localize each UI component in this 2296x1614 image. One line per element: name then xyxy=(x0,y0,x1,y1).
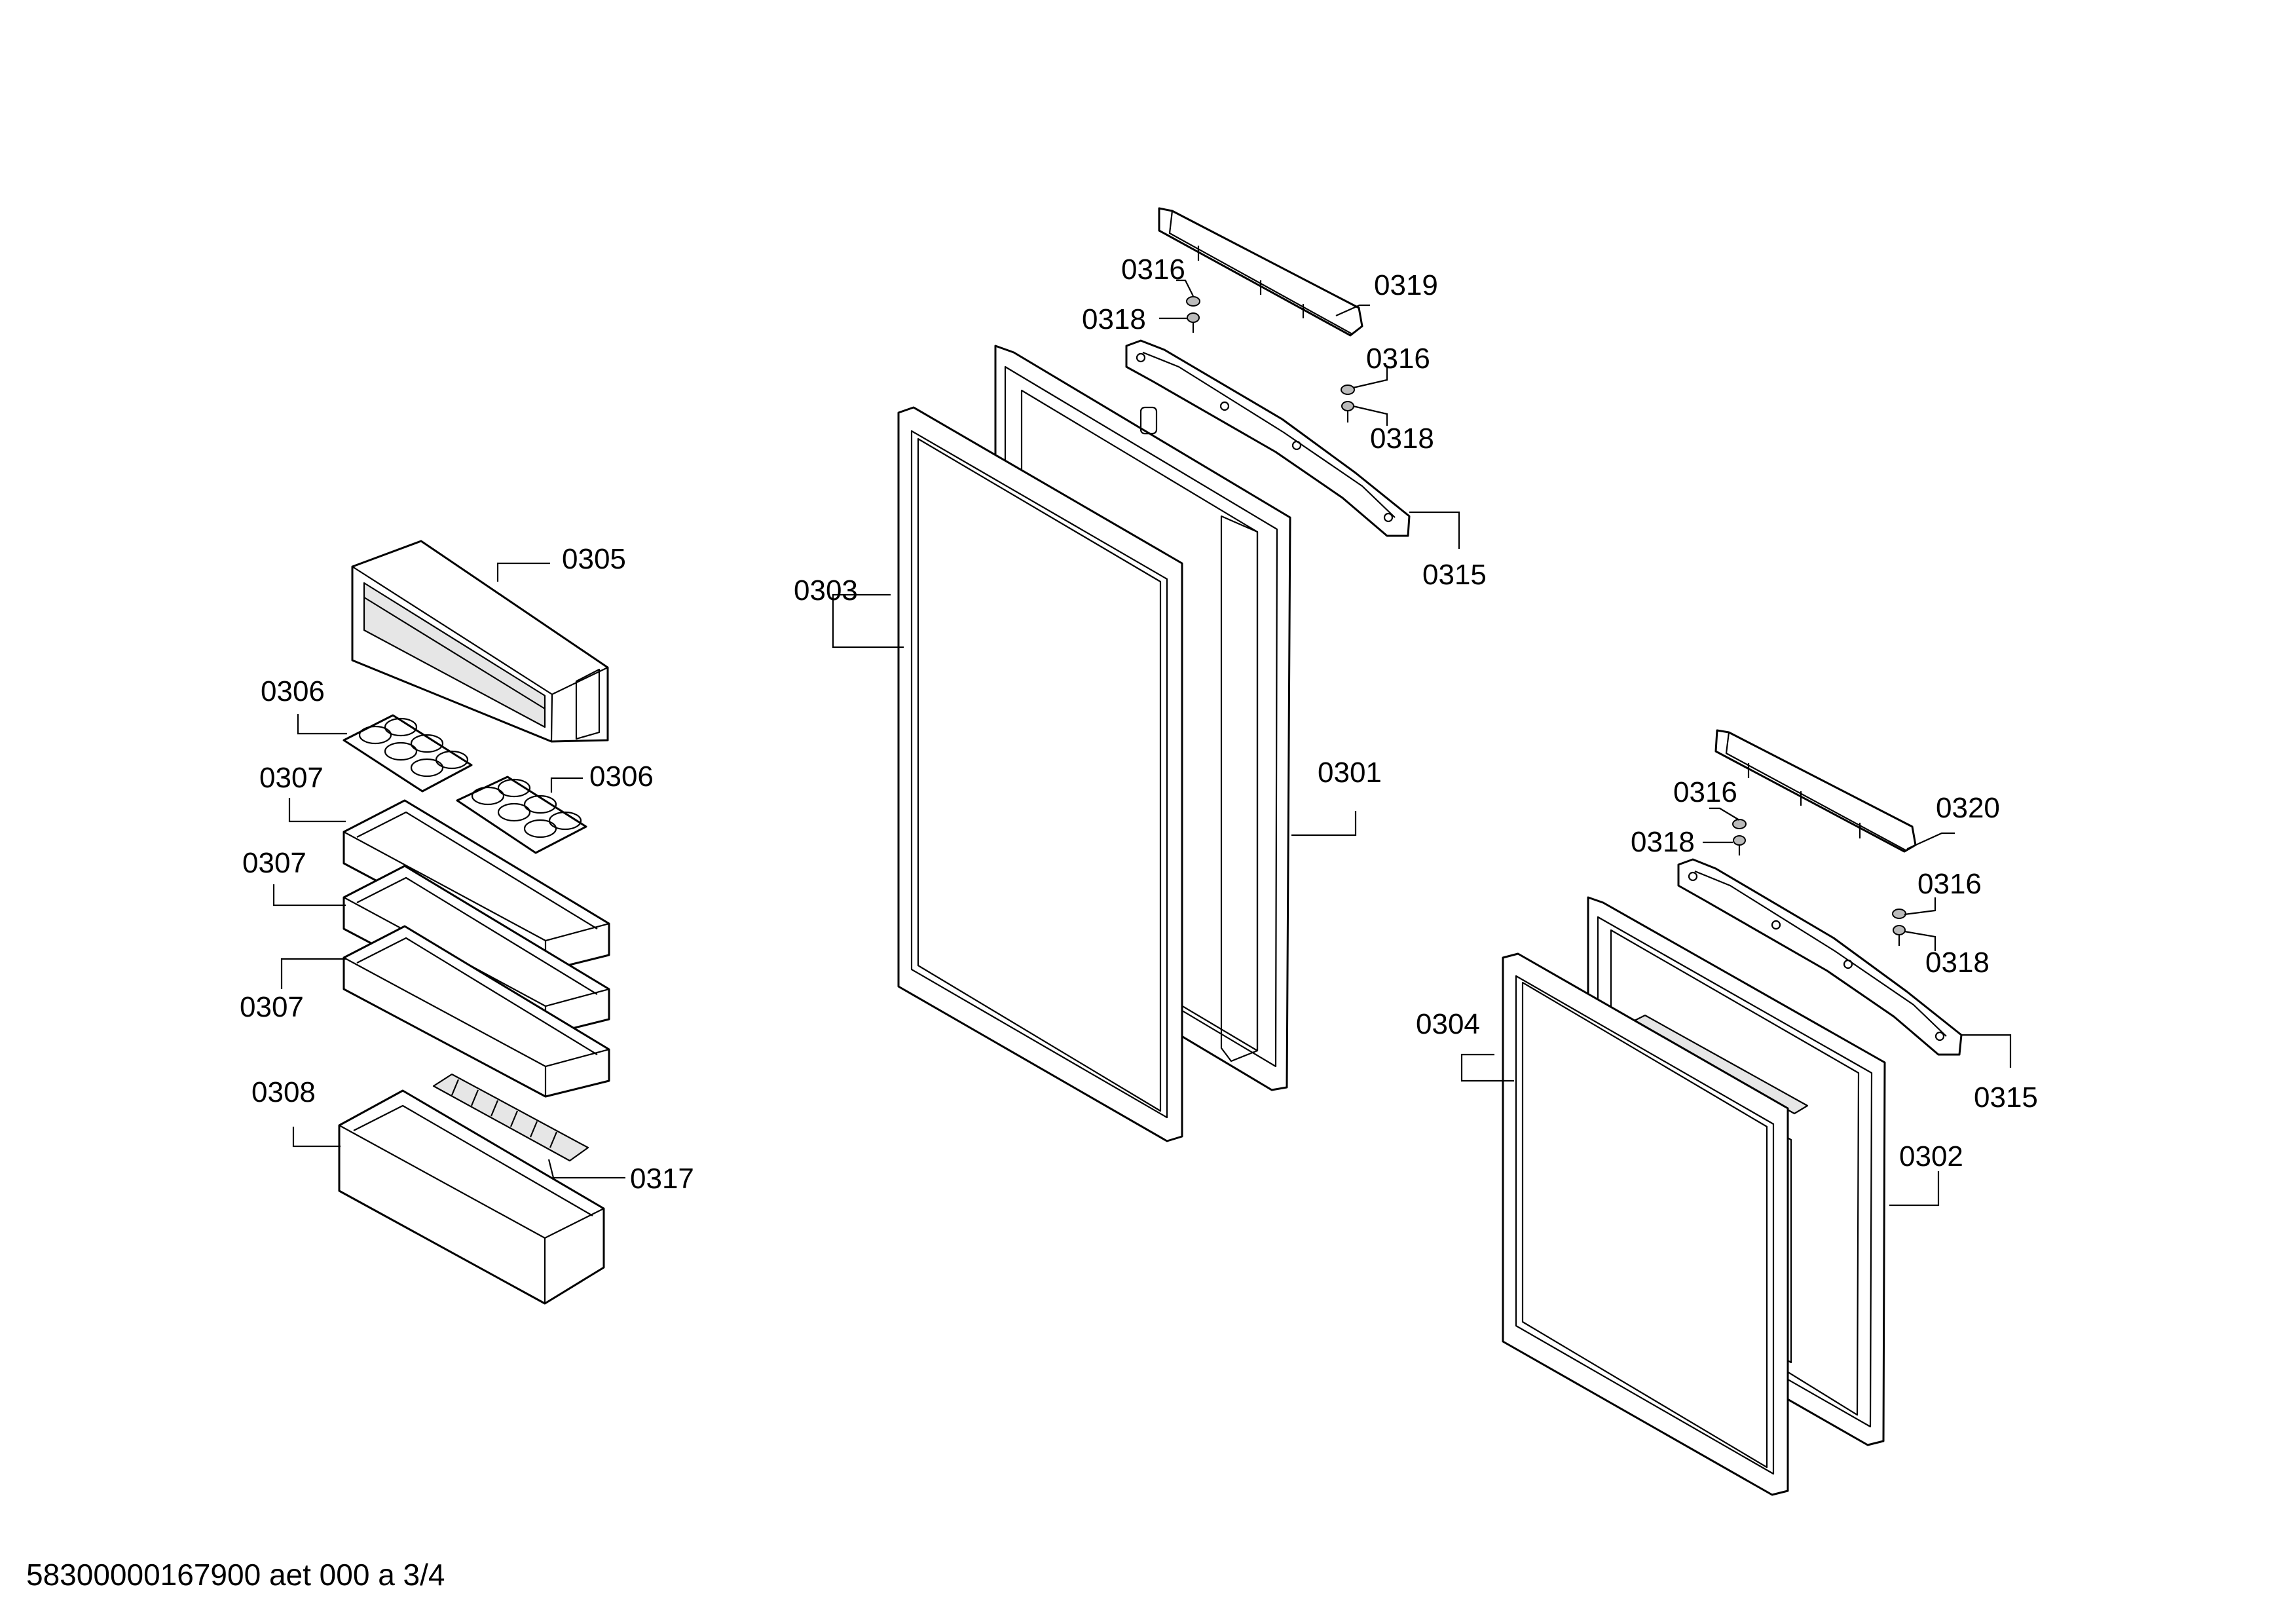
part-0305-butter-compartment xyxy=(351,540,609,743)
part-0320-hinge-cover-bottom xyxy=(1714,729,1917,853)
callout-0316: 0316 xyxy=(1917,868,1982,900)
callout-0320: 0320 xyxy=(1936,792,2000,824)
part-0318-screw-upper-a xyxy=(1187,312,1200,333)
part-0315-hinge-bracket-lower xyxy=(1677,858,1963,1056)
part-0306-egg-tray-right xyxy=(456,776,587,854)
part-0306-egg-tray-left xyxy=(343,714,473,793)
callout-0304: 0304 xyxy=(1416,1008,1480,1040)
callout-0318: 0318 xyxy=(1631,826,1695,858)
part-0308-bottle-shelf xyxy=(338,1089,605,1305)
callout-0318: 0318 xyxy=(1370,422,1434,455)
document-footer: 58300000167900 aet 000 a 3/4 xyxy=(26,1558,445,1592)
part-0317-bottle-retainer xyxy=(432,1073,589,1162)
callout-0318: 0318 xyxy=(1925,947,1990,979)
callout-0302: 0302 xyxy=(1899,1140,1963,1173)
callout-0315: 0315 xyxy=(1422,559,1487,591)
part-0303-fridge-door-gasket xyxy=(897,406,1183,1142)
callout-0318: 0318 xyxy=(1082,303,1146,335)
part-0318-screw-upper-b xyxy=(1341,401,1354,422)
callout-0303: 0303 xyxy=(794,574,858,607)
part-0307-door-shelf-top xyxy=(343,799,610,972)
callout-0307: 0307 xyxy=(242,847,306,879)
callout-0307: 0307 xyxy=(240,991,304,1023)
part-0319-hinge-cover-top xyxy=(1158,207,1363,337)
callout-0319: 0319 xyxy=(1374,269,1438,301)
callout-0307: 0307 xyxy=(259,762,324,794)
part-0316-screw-lower-a xyxy=(1732,819,1747,829)
part-0316-screw-upper-a xyxy=(1186,296,1200,307)
part-0318-screw-lower-b xyxy=(1893,925,1906,946)
part-0316-screw-upper-b xyxy=(1341,385,1355,395)
part-0307-door-shelf-bottom xyxy=(343,925,610,1098)
callout-0306: 0306 xyxy=(589,760,654,793)
part-0315-hinge-bracket-upper xyxy=(1125,339,1411,537)
callout-0315: 0315 xyxy=(1974,1081,2038,1114)
part-0318-screw-lower-a xyxy=(1733,835,1746,855)
part-0304-freezer-door-gasket xyxy=(1502,952,1789,1496)
callout-0301: 0301 xyxy=(1318,757,1382,789)
leader-lines xyxy=(272,279,2012,1207)
callout-0316: 0316 xyxy=(1366,343,1430,375)
callout-0316: 0316 xyxy=(1121,253,1185,286)
callout-0305: 0305 xyxy=(562,543,626,575)
callout-labels: 0319 0316 0318 0316 0318 0315 0305 0303 … xyxy=(240,253,2038,1195)
callout-0308: 0308 xyxy=(251,1076,316,1108)
callout-0317: 0317 xyxy=(630,1163,694,1195)
callout-0306: 0306 xyxy=(261,675,325,707)
part-0316-screw-lower-b xyxy=(1892,909,1906,919)
callout-0316: 0316 xyxy=(1673,776,1737,808)
